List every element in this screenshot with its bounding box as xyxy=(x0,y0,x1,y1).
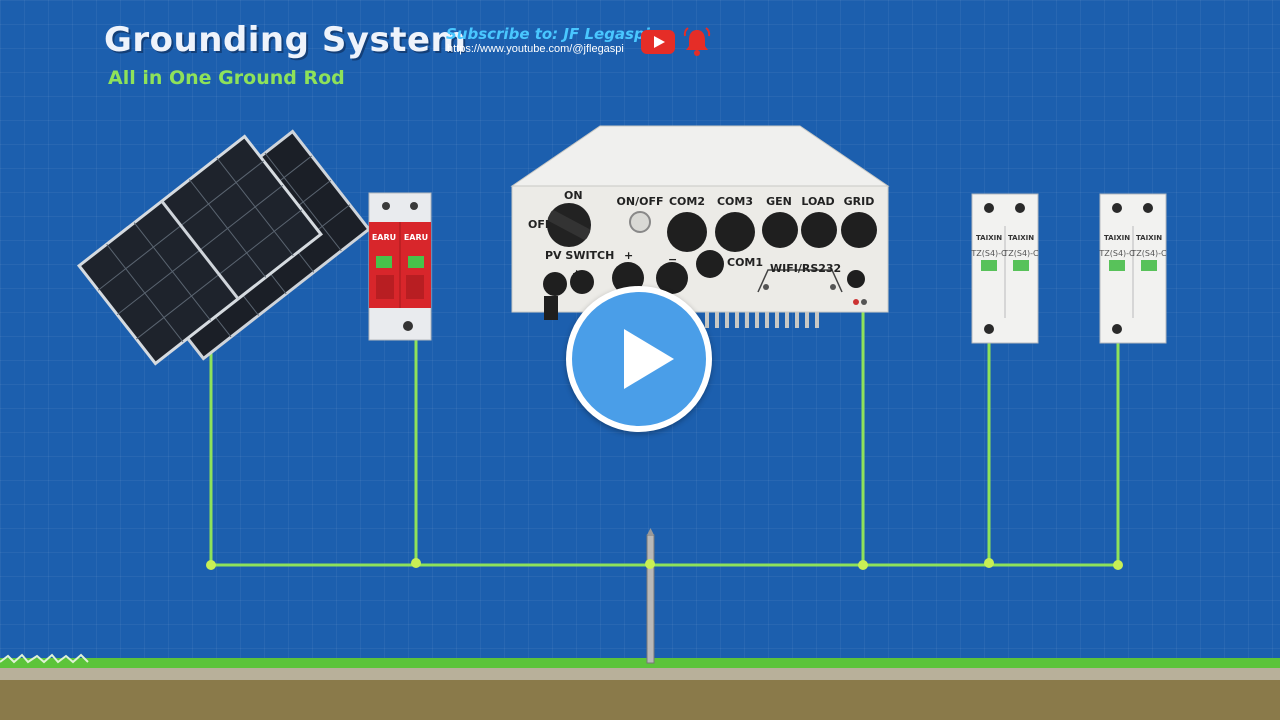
ac-spd-2-brand-left: TAIXIN xyxy=(1104,234,1130,242)
pv-switch-label: PV SWITCH xyxy=(545,249,614,262)
wire-junctions xyxy=(206,558,1123,570)
ac-spd-2-model-left: TZ(S4)-C xyxy=(1098,249,1135,258)
subscribe-text: Subscribe to: JF Legaspi xyxy=(446,25,650,43)
bell-icon xyxy=(683,27,711,56)
dc-spd-brand-right: EARU xyxy=(404,233,428,242)
dc-surge-protector: EARU EARU xyxy=(368,192,432,341)
ground-rod xyxy=(646,528,655,664)
grid-label: GRID xyxy=(844,195,875,208)
page-title: Grounding System xyxy=(104,20,467,60)
inverter: ON OFF ON/OFF COM2 COM3 GEN LOAD GRID PV… xyxy=(510,125,890,328)
ac-spd-1-model-right: TZ(S4)-C xyxy=(1002,249,1039,258)
com1-label: COM1 xyxy=(727,256,763,269)
dc-spd-brand-left: EARU xyxy=(372,233,396,242)
ac-spd-2-brand-right: TAIXIN xyxy=(1136,234,1162,242)
pv-minus-label: − xyxy=(668,253,677,266)
ac-spd-1-brand-left: TAIXIN xyxy=(976,234,1002,242)
ac-spd-2-model-right: TZ(S4)-C xyxy=(1130,249,1167,258)
channel-url: https://www.youtube.com/@jflegaspi xyxy=(447,43,624,55)
ac-spd-1-model-left: TZ(S4)-C xyxy=(970,249,1007,258)
com3-label: COM3 xyxy=(717,195,753,208)
ac-spd-1-brand-right: TAIXIN xyxy=(1008,234,1034,242)
pv-plus-label: + xyxy=(624,249,633,262)
switch-on-label: ON xyxy=(564,189,583,202)
wifi-label: WIFI/RS232 xyxy=(770,262,841,275)
ground-wires xyxy=(209,305,1120,567)
ac-surge-protector-2: TAIXIN TAIXIN TZ(S4)-C TZ(S4)-C xyxy=(1098,193,1167,344)
page-subtitle: All in One Ground Rod xyxy=(108,67,345,89)
switch-off-label: OFF xyxy=(528,218,552,231)
solar-panels xyxy=(76,129,372,366)
load-label: LOAD xyxy=(801,195,834,208)
com2-label: COM2 xyxy=(669,195,705,208)
youtube-icon xyxy=(641,30,675,54)
ground xyxy=(0,653,1280,720)
on-off-label: ON/OFF xyxy=(617,195,664,208)
play-button[interactable] xyxy=(566,286,712,432)
gen-label: GEN xyxy=(766,195,792,208)
ac-surge-protector-1: TAIXIN TAIXIN TZ(S4)-C TZ(S4)-C xyxy=(970,193,1039,344)
